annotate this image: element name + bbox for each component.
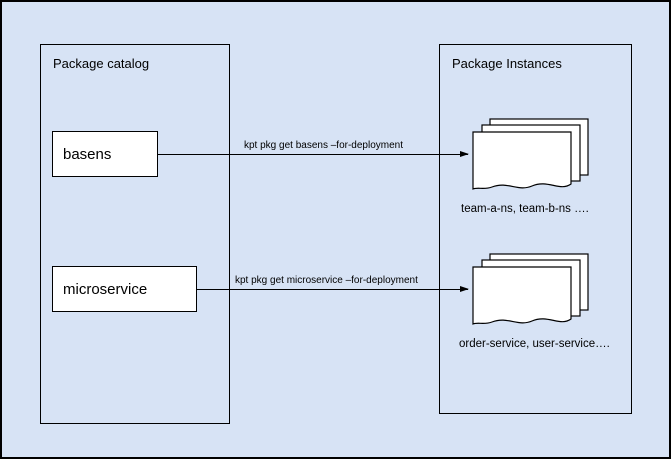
package-catalog-title: Package catalog bbox=[53, 56, 150, 71]
arrow-microservice-label: kpt pkg get microservice –for-deployment bbox=[235, 275, 418, 286]
document-stack-icon bbox=[468, 253, 594, 338]
arrow-basens-head-icon bbox=[460, 151, 469, 157]
stack-caption-namespaces: team-a-ns, team-b-ns …. bbox=[461, 203, 589, 215]
arrow-microservice bbox=[197, 286, 469, 292]
arrow-basens-label: kpt pkg get basens –for-deployment bbox=[244, 140, 403, 151]
package-node-microservice: microservice bbox=[52, 266, 197, 312]
package-instances-box: Package Instances bbox=[439, 44, 632, 414]
package-node-basens-label: basens bbox=[63, 145, 112, 163]
package-catalog-box: Package catalog bbox=[40, 44, 230, 424]
document-stack-icon bbox=[468, 118, 594, 203]
package-node-basens: basens bbox=[52, 131, 158, 177]
package-node-microservice-label: microservice bbox=[63, 280, 148, 298]
package-instances-title: Package Instances bbox=[452, 56, 562, 71]
arrow-microservice-head-icon bbox=[460, 286, 469, 292]
arrow-basens bbox=[158, 151, 469, 157]
stack-caption-services: order-service, user-service…. bbox=[459, 338, 610, 350]
